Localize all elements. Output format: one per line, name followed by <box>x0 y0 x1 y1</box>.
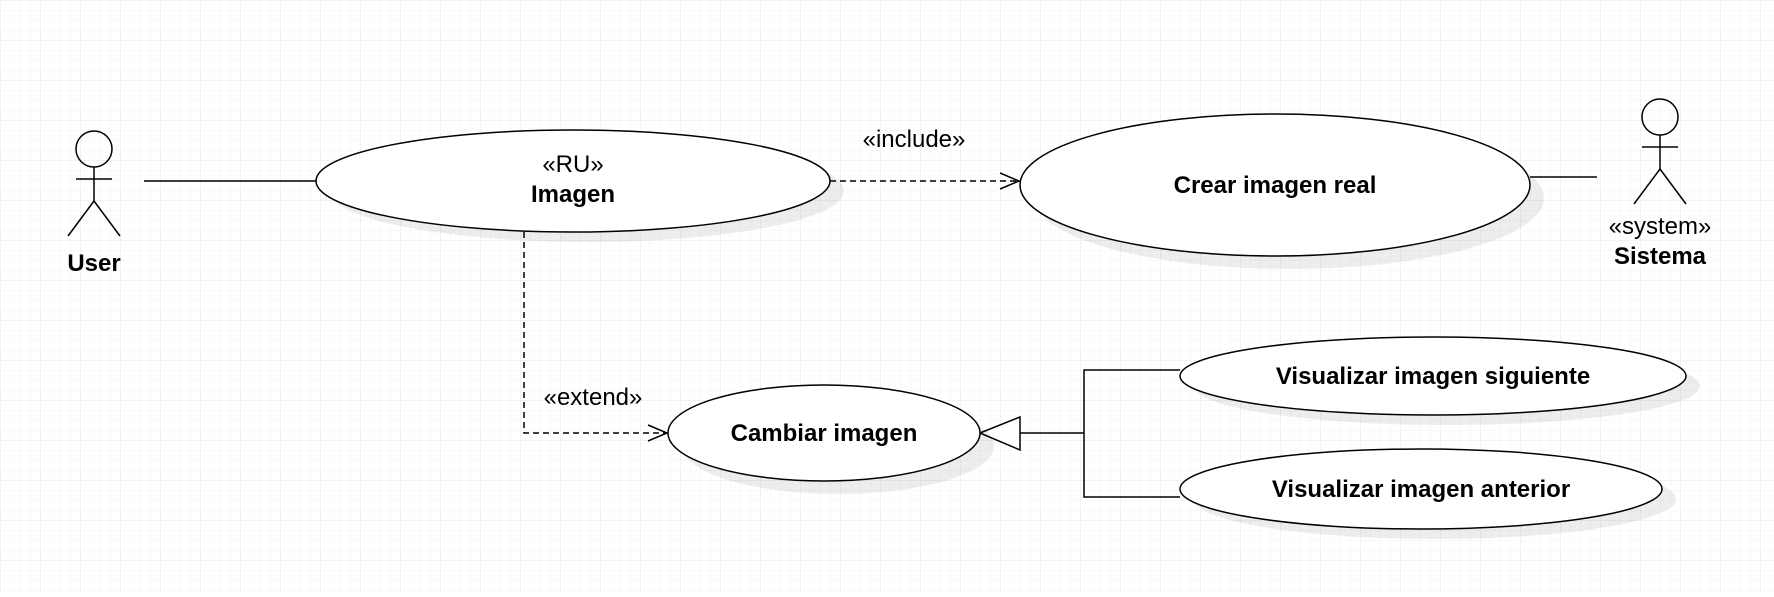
use-case-cambiar-imagen[interactable]: Cambiar imagen <box>667 384 994 494</box>
use-case-label: Visualizar imagen anterior <box>1272 476 1570 503</box>
use-case-label: Cambiar imagen <box>731 420 918 447</box>
extend-label: «extend» <box>544 384 643 411</box>
actor-name: User <box>67 250 120 277</box>
stick-figure-icon <box>1633 98 1687 205</box>
include-relationship[interactable] <box>830 172 1021 190</box>
use-case-crear-imagen-real[interactable]: Crear imagen real <box>1019 113 1544 269</box>
use-case-label: Crear imagen real <box>1174 172 1377 199</box>
use-case-label: Imagen <box>531 181 615 208</box>
use-case-visualizar-imagen-anterior[interactable]: Visualizar imagen anterior <box>1179 448 1676 539</box>
stick-figure-icon <box>67 130 121 237</box>
generalization-relationship[interactable] <box>978 369 1180 498</box>
actor-sistema[interactable]: «system» Sistema <box>1609 98 1712 270</box>
actor-user[interactable]: User <box>67 130 121 277</box>
actor-name: Sistema <box>1614 243 1707 270</box>
include-label: «include» <box>863 126 966 153</box>
actor-stereotype: «system» <box>1609 213 1712 240</box>
use-case-visualizar-imagen-siguiente[interactable]: Visualizar imagen siguiente <box>1179 336 1700 425</box>
use-case-stereotype: «RU» <box>542 151 603 178</box>
generalization-arrowhead <box>978 415 1021 452</box>
use-case-label: Visualizar imagen siguiente <box>1276 363 1590 390</box>
use-case-imagen[interactable]: «RU» Imagen <box>315 129 844 242</box>
extend-relationship[interactable] <box>523 232 669 442</box>
